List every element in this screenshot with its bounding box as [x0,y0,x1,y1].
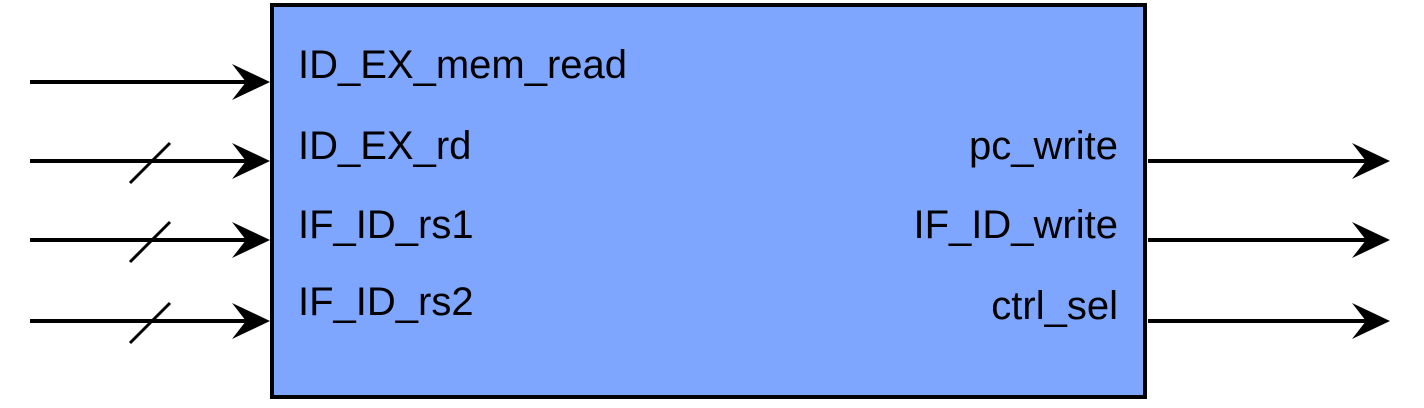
output-arrowhead [1352,143,1390,179]
output-wire-ctrl-sel [1148,303,1390,339]
input-wire-if-id-rs1 [30,220,270,264]
input-arrowhead [232,64,270,100]
output-label-ctrl-sel: ctrl_sel [991,284,1118,328]
input-wire-if-id-rs2 [30,301,270,345]
input-arrowhead [232,143,270,179]
output-label-pc-write: pc_write [969,124,1118,168]
bus-width-slash [128,220,172,264]
module-block [270,3,1147,399]
input-label-if-id-rs1: IF_ID_rs1 [298,203,474,247]
input-label-id-ex-rd: ID_EX_rd [298,124,472,168]
output-label-if-id-write: IF_ID_write [913,203,1119,247]
input-arrowhead [232,303,270,339]
output-wire-if-id-write [1148,222,1390,258]
input-label-id-ex-mem-read: ID_EX_mem_read [298,43,628,87]
bus-width-slash [128,301,172,345]
input-label-if-id-rs2: IF_ID_rs2 [298,280,474,324]
input-wire-id-ex-rd [30,141,270,185]
bus-width-slash [128,141,172,185]
output-wire-pc-write [1148,143,1390,179]
input-arrowhead [232,222,270,258]
input-wire-id-ex-mem-read [30,64,270,100]
output-arrowhead [1352,222,1390,258]
output-arrowhead [1352,303,1390,339]
